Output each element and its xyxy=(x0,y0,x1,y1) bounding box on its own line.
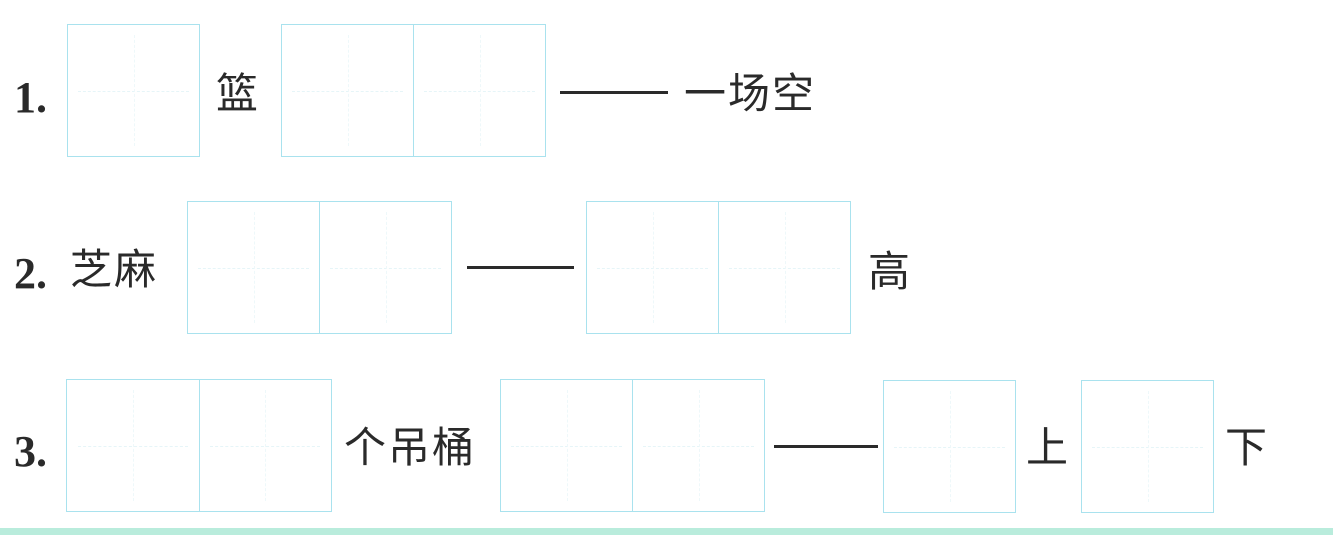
bottom-divider xyxy=(0,528,1333,535)
exercise-3-text-2: 上 xyxy=(1026,423,1069,472)
character-cell[interactable] xyxy=(718,202,850,333)
character-cell[interactable] xyxy=(884,381,1015,512)
character-cell[interactable] xyxy=(67,380,199,511)
character-cell[interactable] xyxy=(587,202,718,333)
character-cell[interactable] xyxy=(282,25,413,156)
exercise-1-text-1: 篮 xyxy=(216,69,259,118)
exercise-3-dash xyxy=(774,445,878,448)
character-cell[interactable] xyxy=(1082,381,1213,512)
exercise-3-blank-3[interactable] xyxy=(883,380,1016,513)
exercise-2-number: 2. xyxy=(14,249,47,298)
character-cell[interactable] xyxy=(68,25,199,156)
character-cell[interactable] xyxy=(188,202,319,333)
character-cell[interactable] xyxy=(319,202,451,333)
exercise-2-text-2: 高 xyxy=(868,247,911,296)
exercise-1-text-2: 一场空 xyxy=(684,69,817,118)
exercise-1-blank-1[interactable] xyxy=(67,24,200,157)
exercise-3-text-1: 个吊桶 xyxy=(344,423,477,472)
exercise-1-blank-2[interactable] xyxy=(281,24,546,157)
exercise-2-text-1: 芝麻 xyxy=(70,245,159,294)
exercise-2-dash xyxy=(467,266,574,269)
exercise-1-dash xyxy=(560,91,668,94)
exercise-3-blank-2[interactable] xyxy=(500,379,765,512)
exercise-3-blank-1[interactable] xyxy=(66,379,332,512)
exercise-2-blank-2[interactable] xyxy=(586,201,851,334)
exercise-3-text-3: 下 xyxy=(1225,423,1268,472)
exercise-3-blank-4[interactable] xyxy=(1081,380,1214,513)
character-cell[interactable] xyxy=(198,380,332,511)
exercise-3-number: 3. xyxy=(14,427,47,476)
character-cell[interactable] xyxy=(632,380,764,511)
character-cell[interactable] xyxy=(501,380,632,511)
exercise-2-blank-1[interactable] xyxy=(187,201,452,334)
exercise-1-number: 1. xyxy=(14,73,47,122)
character-cell[interactable] xyxy=(413,25,545,156)
